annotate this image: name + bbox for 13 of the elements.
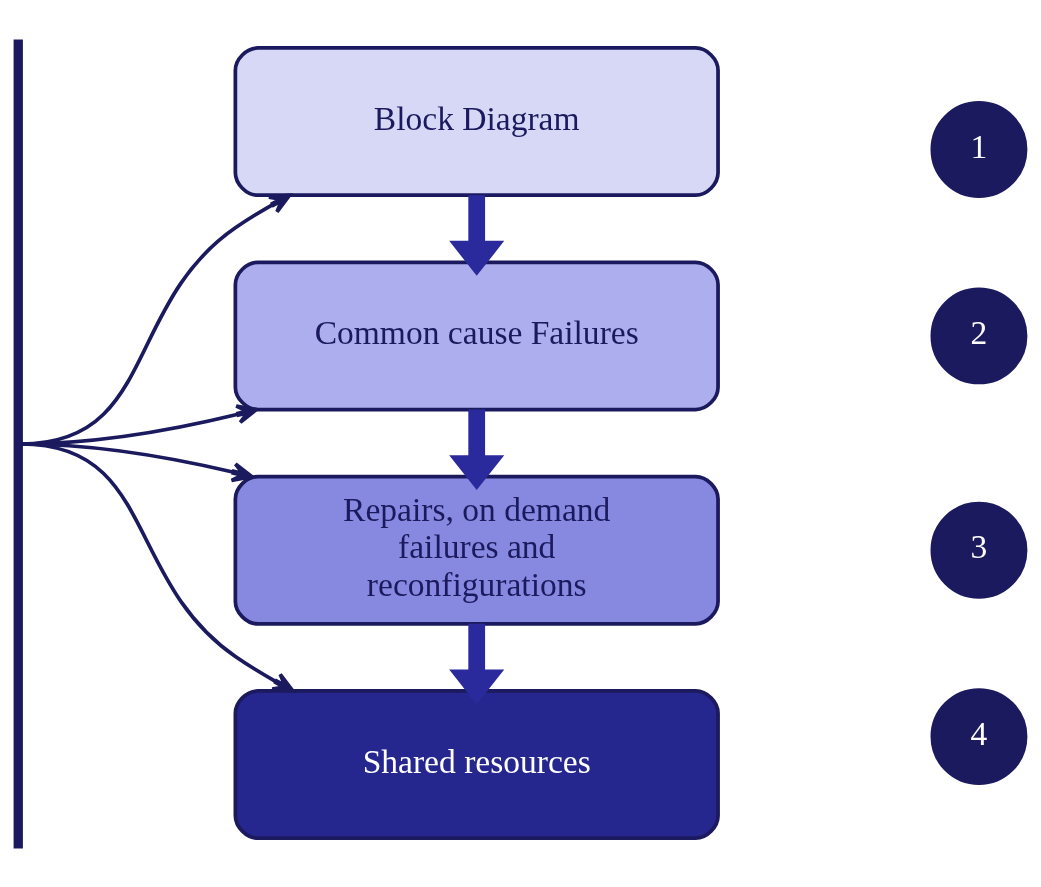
arrow bbox=[449, 194, 505, 276]
arrow bbox=[449, 623, 505, 704]
node-box: Shared resources bbox=[233, 688, 720, 840]
node-box: Repairs, on demand failures and reconfigurations bbox=[233, 474, 720, 626]
node-bar bbox=[13, 39, 23, 848]
node-circle: 1 bbox=[930, 100, 1028, 198]
arrow bbox=[449, 409, 505, 490]
node-circle: 4 bbox=[930, 687, 1028, 785]
node-circle: 2 bbox=[930, 286, 1028, 384]
node-box: Common cause Failures bbox=[233, 259, 720, 411]
node-box: Block Diagram bbox=[233, 45, 720, 197]
node-circle: 3 bbox=[930, 501, 1028, 599]
arrow bbox=[20, 441, 295, 693]
